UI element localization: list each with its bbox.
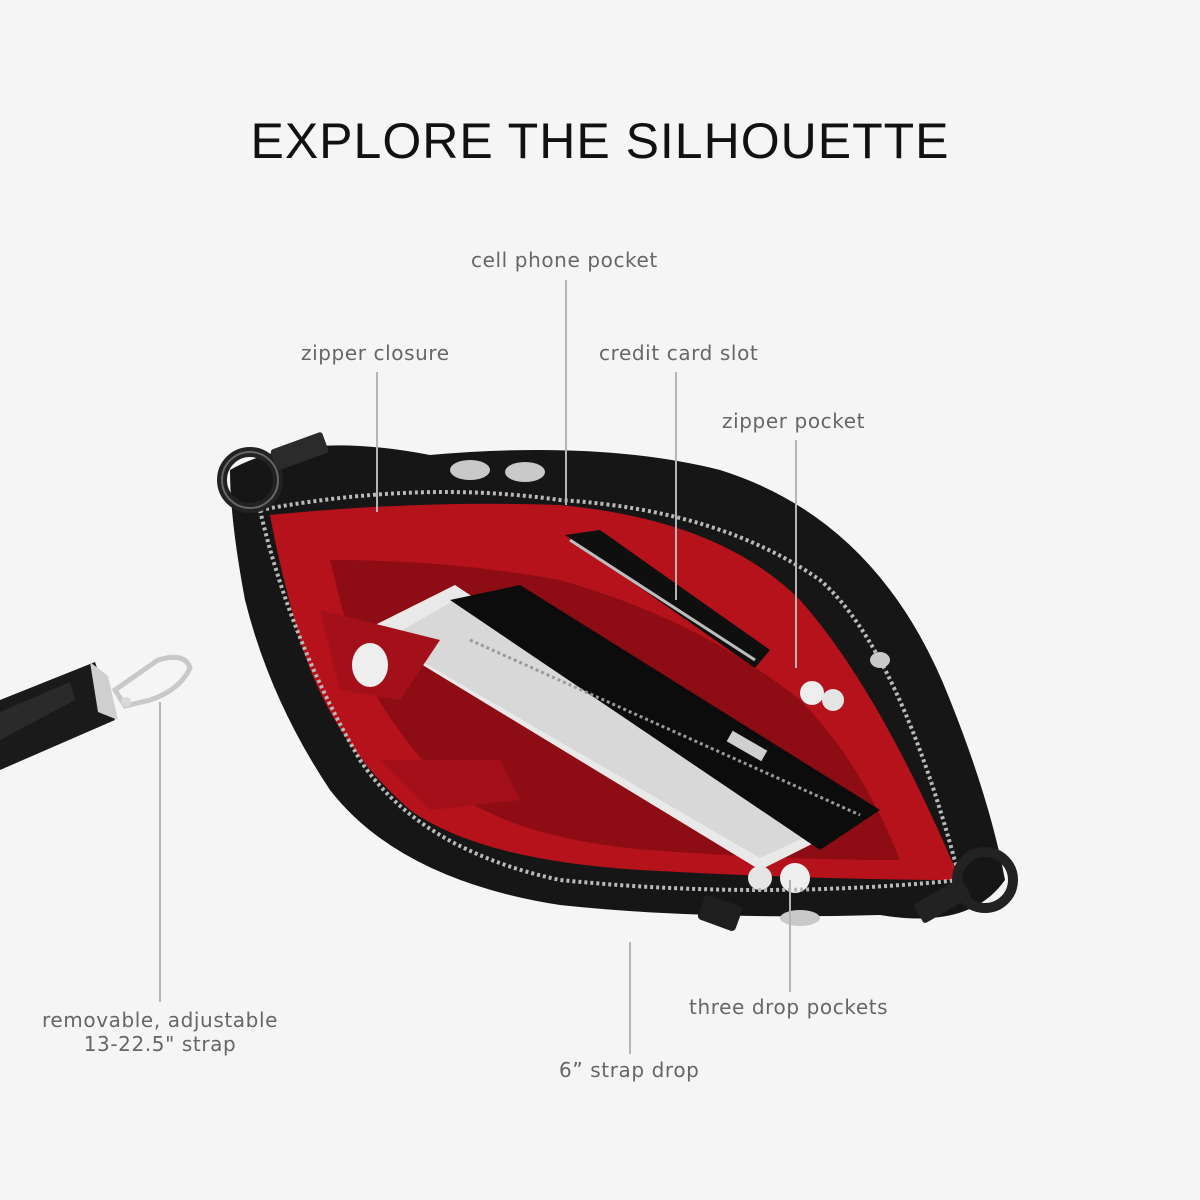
leader-line-cell-phone-pocket xyxy=(565,280,567,505)
callout-zipper-pocket: zipper pocket xyxy=(722,409,866,433)
callout-zipper-closure: zipper closure xyxy=(301,341,450,365)
leader-line-strap-drop xyxy=(629,942,631,1054)
callout-three-drop-pockets: three drop pockets xyxy=(689,995,889,1019)
callout-cell-phone-pocket: cell phone pocket xyxy=(471,248,658,272)
callout-strap-line2: 13-22.5" strap xyxy=(83,1032,237,1056)
page-title: EXPLORE THE SILHOUETTE xyxy=(250,112,950,169)
leader-line-zipper-closure xyxy=(376,372,378,512)
callout-credit-card-slot: credit card slot xyxy=(599,341,759,365)
callout-strap: removable, adjustable 13-22.5" strap xyxy=(30,1008,290,1056)
callout-strap-line1: removable, adjustable xyxy=(41,1008,279,1032)
leader-line-strap xyxy=(159,702,161,1002)
leader-line-zipper-pocket xyxy=(795,440,797,668)
leader-line-credit-card-slot xyxy=(675,372,677,600)
bag-image xyxy=(217,432,1018,931)
strap-image xyxy=(0,654,193,770)
callout-strap-drop: 6” strap drop xyxy=(559,1058,700,1082)
leader-line-three-drop-pockets xyxy=(789,880,791,992)
